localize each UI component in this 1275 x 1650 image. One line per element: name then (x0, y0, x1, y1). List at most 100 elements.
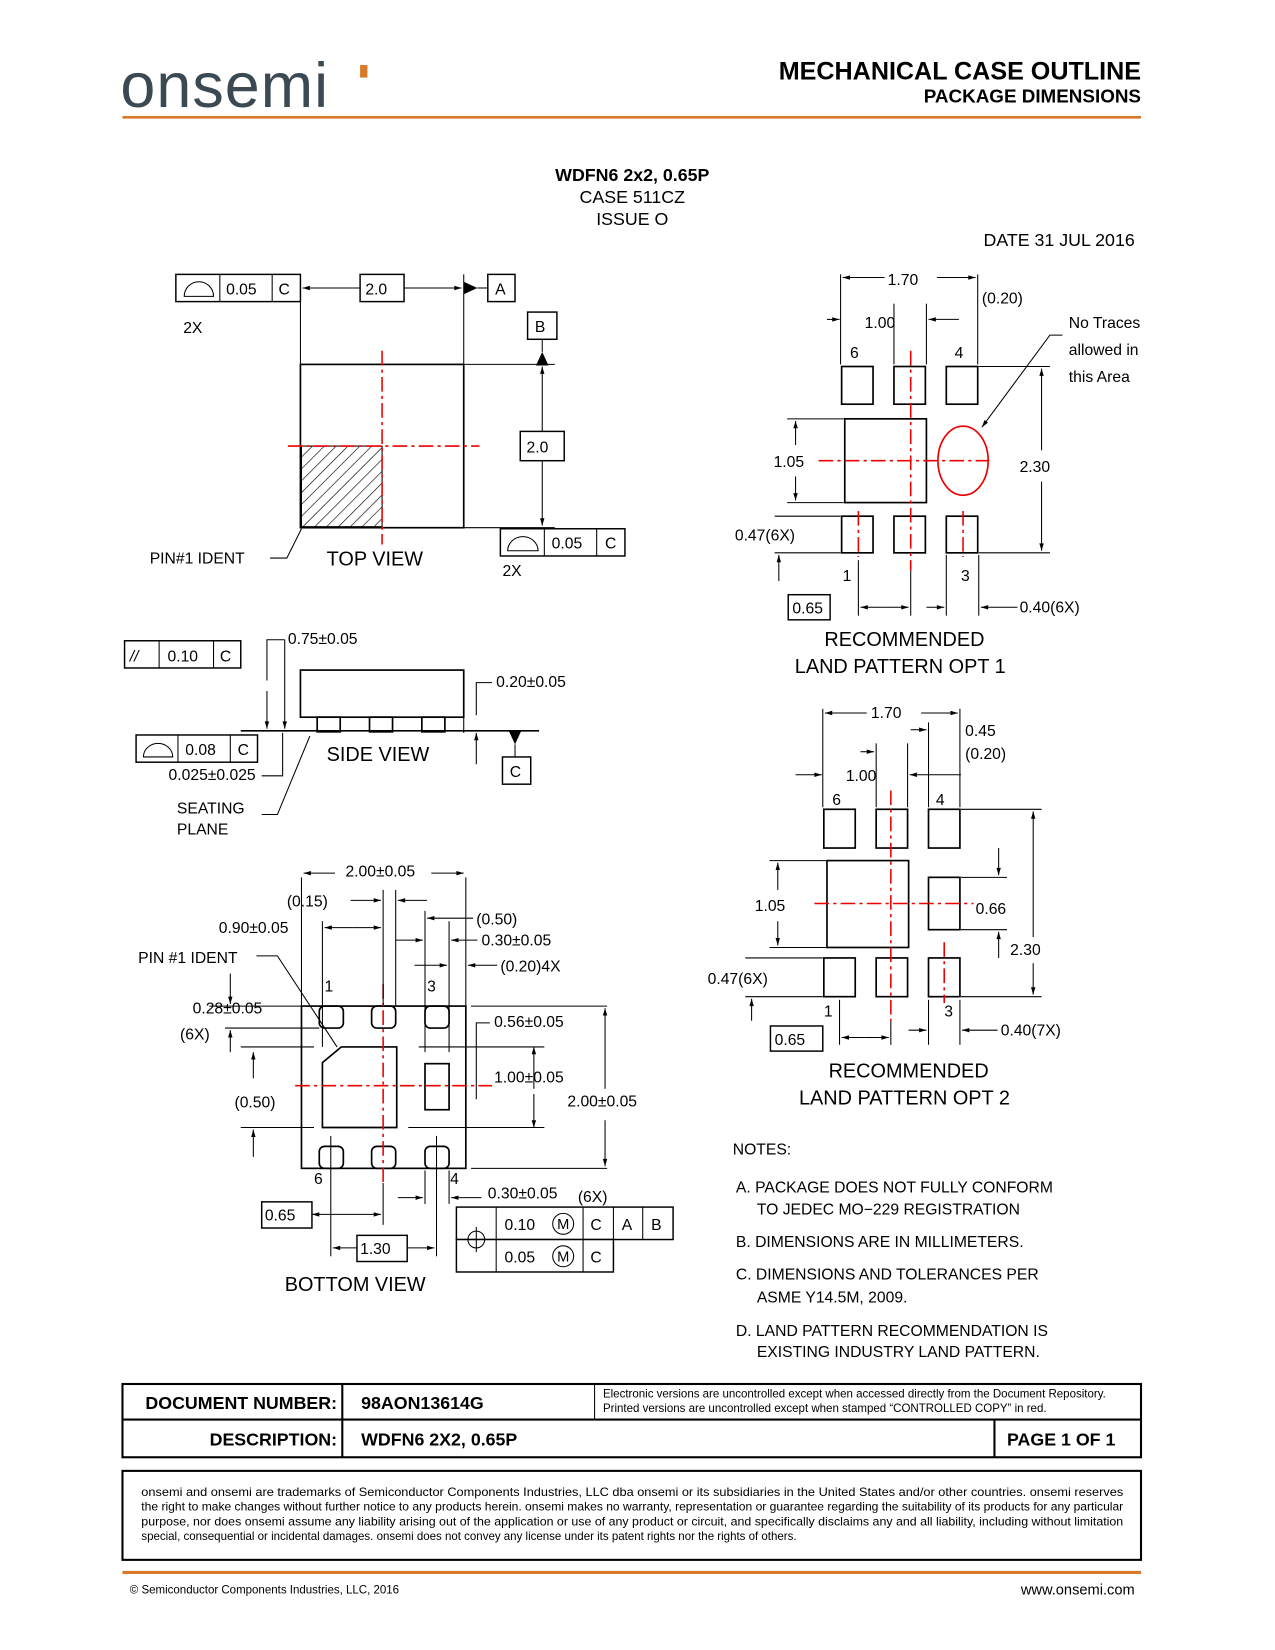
datum: C (590, 1250, 601, 1267)
document-info-table: DOCUMENT NUMBER: 98AON13614G Electronic … (121, 1382, 1143, 1459)
note-line: D. LAND PATTERN RECOMMENDATION IS (736, 1323, 1048, 1340)
profile-surface-icon (507, 536, 539, 552)
dim-105: 1.05 (774, 454, 805, 471)
logo-accent (360, 65, 368, 78)
dim-020: (0.20) (982, 291, 1023, 308)
legal-line: the right to make changes without furthe… (141, 1502, 1123, 1514)
note-line: ASME Y14.5M, 2009. (757, 1289, 908, 1306)
pin-number: 4 (450, 1171, 459, 1188)
dim-105: 1.05 (755, 898, 786, 915)
pitch-dim: 0.65 (792, 601, 823, 618)
note-line: A. PACKAGE DOES NOT FULLY CONFORM (736, 1179, 1053, 1196)
view-title: LAND PATTERN OPT 2 (799, 1087, 1010, 1109)
lead-width-dim: 0.30±0.05 (488, 1186, 558, 1203)
datum: A (622, 1217, 633, 1234)
doc-number: 98AON13614G (361, 1393, 484, 1413)
top-view: 0.05 C 2X 2.0 A B 2.0 0.05 C 2X PIN#1 ID… (150, 273, 626, 580)
dim-047: 0.47(6X) (708, 971, 768, 988)
dim-066: 0.66 (976, 901, 1007, 918)
leads (318, 1005, 450, 1170)
dim-230: 2.30 (1010, 942, 1041, 959)
pin-number: 1 (824, 1004, 833, 1021)
view-title: RECOMMENDED (829, 1060, 989, 1082)
view-title: TOP VIEW (327, 548, 424, 570)
fcf-datum: C (220, 649, 231, 666)
seating-plane-label: PLANE (177, 821, 228, 838)
pin-number: 4 (936, 792, 945, 809)
exposed-pad (321, 1046, 398, 1129)
legal-notice: onsemi and onsemi are trademarks of Semi… (121, 1469, 1143, 1561)
view-title: BOTTOM VIEW (285, 1274, 426, 1296)
dim-040: 0.40(6X) (1020, 600, 1080, 617)
no-traces-note: this Area (1069, 369, 1130, 386)
profile-surface-icon (183, 281, 215, 297)
dim-height: 2.0 (527, 439, 549, 456)
view-title: LAND PATTERN OPT 1 (795, 656, 1006, 678)
tolerance-value: 0.05 (505, 1250, 536, 1267)
parallelism-icon: // (129, 649, 140, 666)
pin-number: 4 (955, 345, 964, 362)
profile-surface-icon (142, 742, 174, 758)
dim-015: (0.15) (287, 894, 328, 911)
fcf-datum: C (278, 281, 289, 298)
fcf-value: 0.10 (167, 649, 198, 666)
fcf-value: 0.08 (185, 742, 216, 759)
package-date: DATE 31 JUL 2016 (984, 230, 1135, 250)
mmc-modifier: M (557, 1250, 569, 1266)
lead-count: (6X) (578, 1189, 608, 1206)
bottom-view: 2.00±0.05 (0.15) 0.90±0.05 (0.50) 0.30±0… (138, 863, 674, 1296)
note-line: C. DIMENSIONS AND TOLERANCES PER (736, 1266, 1039, 1283)
header-subtitle: PACKAGE DIMENSIONS (924, 86, 1141, 107)
datum-b: B (535, 319, 545, 336)
pin-number: 6 (850, 345, 859, 362)
fcf-value: 0.05 (552, 536, 583, 553)
datum: C (590, 1217, 601, 1234)
dim-width: 2.0 (365, 281, 387, 298)
dim-020: (0.20)4X (500, 959, 561, 976)
width-dim: 2.00±0.05 (345, 863, 415, 880)
pitch-dim: 0.65 (265, 1208, 296, 1225)
pin-number: 3 (427, 978, 436, 995)
dim-100: 1.00 (846, 768, 877, 785)
mmc-modifier: M (557, 1217, 569, 1233)
doc-number-label: DOCUMENT NUMBER: (145, 1393, 337, 1413)
legal-line: purpose, nor does onsemi assume any liab… (141, 1516, 1123, 1528)
pin1-label: PIN #1 IDENT (138, 950, 238, 967)
dim-170: 1.70 (871, 705, 902, 722)
legal-line: special, consequential or incidental dam… (141, 1531, 796, 1543)
pin-number: 6 (832, 792, 841, 809)
datum-a: A (495, 281, 506, 298)
dim-050: (0.50) (476, 911, 517, 928)
dim-028: 0.28±0.05 (193, 1000, 263, 1017)
pin-number: 6 (314, 1171, 323, 1188)
website-link[interactable]: www.onsemi.com (1020, 1582, 1135, 1598)
pin-number: 1 (325, 978, 334, 995)
description: WDFN6 2X2, 0.65P (361, 1430, 517, 1450)
tolerance-value: 0.10 (505, 1217, 536, 1234)
pin-number: 3 (961, 568, 970, 585)
view-title: SIDE VIEW (327, 744, 430, 766)
datum: B (651, 1217, 661, 1234)
height-dim: 0.75±0.05 (288, 631, 358, 648)
header-title: MECHANICAL CASE OUTLINE (779, 58, 1141, 86)
package-body (299, 669, 465, 719)
dim-6x: (6X) (180, 1027, 210, 1044)
dim-056: 0.56±0.05 (494, 1014, 564, 1031)
height-dim: 2.00±0.05 (567, 1094, 637, 1111)
package-name: WDFN6 2x2, 0.65P (555, 165, 709, 185)
dim-170: 1.70 (888, 272, 919, 289)
pitch-dim: 0.65 (775, 1032, 806, 1049)
pin1-hatch (300, 445, 383, 528)
notes: NOTES: A. PACKAGE DOES NOT FULLY CONFORM… (733, 1142, 1053, 1361)
pitch2-dim: 1.30 (360, 1241, 391, 1258)
dim-020: (0.20) (965, 746, 1006, 763)
note-line: B. DIMENSIONS ARE IN MILLIMETERS. (736, 1234, 1024, 1251)
land-pattern-opt2: 1.70 0.45 (0.20) 1.00 6 4 2.30 0.66 1.05… (708, 705, 1061, 1109)
page-number: PAGE 1 OF 1 (1007, 1430, 1115, 1450)
fcf-datum: C (238, 742, 249, 759)
pin-number: 1 (843, 568, 852, 585)
package-case: CASE 511CZ (580, 187, 686, 207)
lead-thickness-dim: 0.20±0.05 (496, 674, 566, 691)
standoff-dim: 0.025±0.025 (169, 767, 256, 784)
